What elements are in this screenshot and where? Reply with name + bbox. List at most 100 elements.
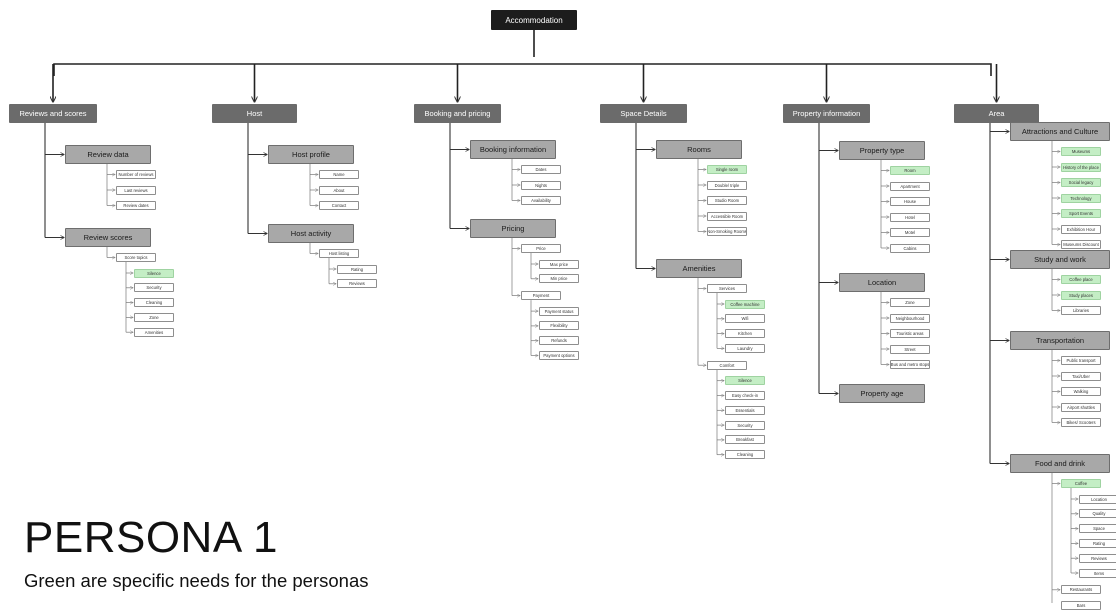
item-non-smoking-rooms: Non-Smoking Rooms [707, 227, 747, 236]
item-technology: Technology [1061, 193, 1101, 203]
group-food-and-drink: Food and drink [1010, 454, 1110, 473]
item-dates: Dates [521, 165, 561, 174]
subitem-payment-status: Payment status [539, 306, 579, 316]
item-coffee: Coffee [1061, 479, 1101, 488]
persona-title: PERSONA 1 [24, 513, 278, 562]
group-host-activity: Host activity [268, 224, 354, 243]
item-accessible-room: Accessible Room [707, 211, 747, 221]
item-house: House [890, 197, 930, 206]
subitem-amenities: Amenities [134, 327, 174, 337]
group-property-age: Property age [839, 384, 925, 403]
section-reviews: Reviews and scores [9, 104, 97, 123]
group-property-type: Property type [839, 141, 925, 160]
item-public-transport: Public transport [1061, 356, 1101, 365]
group-review-data: Review data [65, 145, 151, 164]
item-host-listing: Host listing [319, 249, 359, 258]
subitem-quality: Quality [1079, 509, 1116, 519]
item-availability: Availability [521, 196, 561, 205]
subitem-silence: Silence [134, 268, 174, 278]
subitem-breakfast: Breakfast [725, 435, 765, 445]
subitem-rating: Rating [1079, 538, 1116, 548]
item-hotel: Hotel [890, 212, 930, 222]
group-review-scores: Review scores [65, 228, 151, 247]
section-booking: Booking and pricing [414, 104, 501, 123]
subitem-rating: Rating [337, 264, 377, 274]
section-bus [53, 63, 992, 76]
subitem-space: Space [1079, 524, 1116, 534]
group-rooms: Rooms [656, 140, 742, 159]
subitem-payment-options: Payment options [539, 351, 579, 360]
item-payment: Payment [521, 291, 561, 301]
item-number-of-reviews: Number of reviews [116, 170, 156, 179]
subitem-security: Security [725, 420, 765, 430]
item-exhibition-hour: Exhibition Hour [1061, 224, 1101, 234]
item-walking: Walking [1061, 387, 1101, 396]
subitem-reviews: Reviews [1079, 553, 1116, 563]
item-cabins: Cabins [890, 243, 930, 253]
subitem-silence: Silence [725, 376, 765, 386]
subitem-cleaning: Cleaning [134, 298, 174, 308]
subitem-reviews: Reviews [337, 279, 377, 289]
item-social-legacy: Social legacy [1061, 178, 1101, 187]
item-services: Services [707, 284, 747, 293]
section-property: Property information [783, 104, 870, 123]
item-airport-shuttles: Airport shuttles [1061, 402, 1101, 412]
group-host-profile: Host profile [268, 145, 354, 164]
section-area: Area [954, 104, 1039, 123]
item-bikes-scooters: Bikes/ Scooters [1061, 418, 1101, 427]
item-single-room: Single room [707, 165, 747, 174]
item-room: Room [890, 166, 930, 175]
item-score-topics: Score topics [116, 253, 156, 262]
item-last-reviews: Last reviews [116, 185, 156, 195]
group-amenities: Amenities [656, 259, 742, 278]
subitem-essentials: Essentials [725, 405, 765, 415]
subitem-kitchen: Kitchen [725, 329, 765, 339]
subitem-coffee-machine: Coffee machine [725, 299, 765, 309]
group-location: Location [839, 273, 925, 292]
section-host: Host [212, 104, 297, 123]
subitem-laundry: Laundry [725, 343, 765, 353]
item-price: Price [521, 244, 561, 253]
item-name: Name [319, 170, 359, 179]
group-attractions-and-culture: Attractions and Culture [1010, 122, 1110, 141]
root-node: Accommodation [491, 10, 577, 30]
subitem-max-price: Max price [539, 259, 579, 269]
group-booking-information: Booking information [470, 140, 556, 159]
subitem-items: Items [1079, 568, 1116, 578]
group-study-and-work: Study and work [1010, 250, 1110, 269]
item-about: About [319, 185, 359, 195]
subitem-location: Location [1079, 494, 1116, 504]
item-double-triple: Double/ triple [707, 180, 747, 190]
subitem-security: Security [134, 283, 174, 293]
item-coffee-place: Coffee place [1061, 275, 1101, 284]
item-bars: Bars [1061, 600, 1101, 610]
item-study-places: Study places [1061, 290, 1101, 300]
subitem-easy-check-in: Easy check-in [725, 391, 765, 400]
item-review-dates: Review dates [116, 201, 156, 210]
persona-subtitle: Green are specific needs for the persona… [24, 570, 369, 591]
item-museums-discount: Museums Discount [1061, 240, 1101, 249]
item-contact: Contact [319, 201, 359, 210]
item-touristic-areas: Touristic areas [890, 329, 930, 338]
item-history-of-the-place: History of the place [1061, 162, 1101, 172]
item-bus-and-metro-stops: Bus and metro stops [890, 360, 930, 369]
item-taxi-uber: Taxi/Uber [1061, 371, 1101, 381]
subitem-wifi: Wifi [725, 314, 765, 324]
item-motel: Motel [890, 228, 930, 237]
subitem-min-price: Min price [539, 274, 579, 284]
subitem-flexibility: Flexibility [539, 321, 579, 331]
subitem-refunds: Refunds [539, 336, 579, 346]
item-comfort: Comfort [707, 360, 747, 370]
item-apartment: Apartment [890, 181, 930, 191]
item-studio-room: Studio Room [707, 196, 747, 205]
item-libraries: Libraries [1061, 306, 1101, 315]
group-transportation: Transportation [1010, 331, 1110, 350]
item-neighbourhood: Neighbourhood [890, 313, 930, 323]
item-nights: Nights [521, 180, 561, 190]
section-space: Space Details [600, 104, 687, 123]
item-sport-events: Sport Events [1061, 209, 1101, 218]
item-street: Street [890, 344, 930, 354]
subitem-cleaning: Cleaning [725, 450, 765, 460]
item-restaurants: Restaurants [1061, 585, 1101, 595]
